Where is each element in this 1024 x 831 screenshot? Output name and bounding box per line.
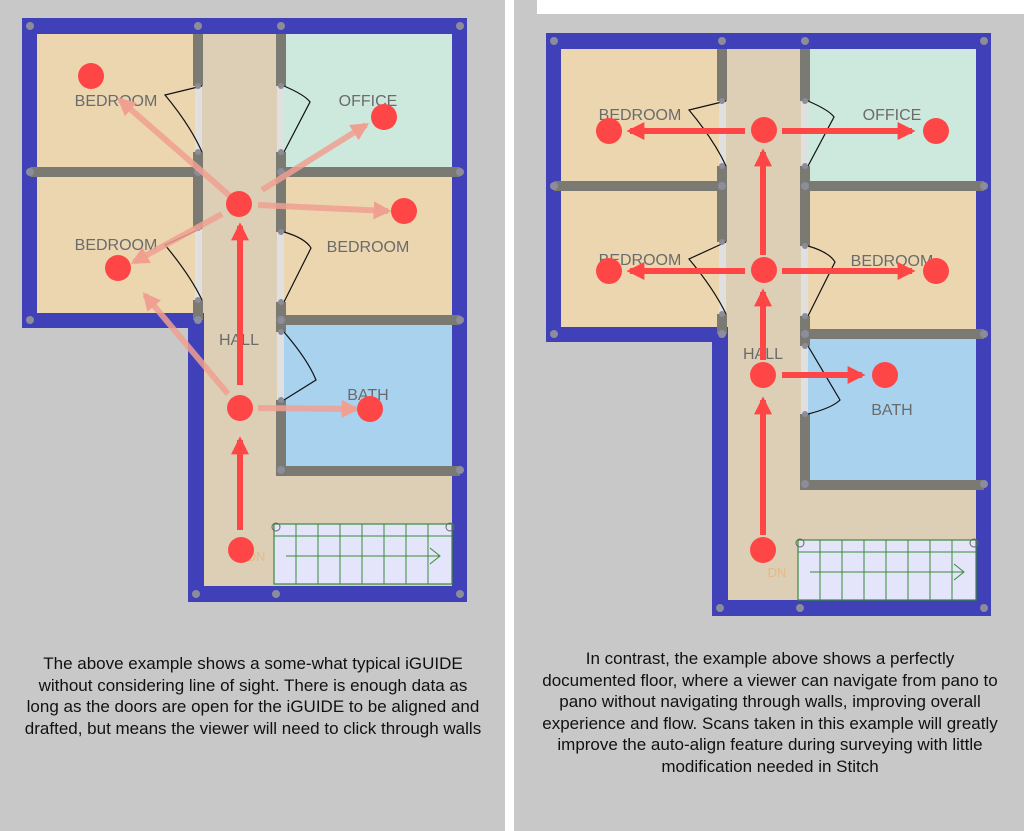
right-label-office: OFFICE bbox=[863, 107, 922, 124]
right-office-room bbox=[807, 49, 976, 186]
right-wall-nodes bbox=[550, 37, 988, 612]
left-label-bedroom-top: BEDROOM bbox=[75, 93, 158, 110]
left-label-bedroom-left: BEDROOM bbox=[75, 237, 158, 254]
right-label-stairs-down: DN bbox=[768, 565, 787, 580]
right-label-bedroom-top: BEDROOM bbox=[599, 107, 682, 124]
right-door-swings bbox=[687, 100, 841, 415]
left-label-bedroom-right: BEDROOM bbox=[327, 239, 410, 256]
right-solid-arrows bbox=[626, 122, 916, 535]
top-white-strip bbox=[537, 0, 1024, 14]
left-bath-room bbox=[283, 320, 452, 470]
right-label-bedroom-right: BEDROOM bbox=[851, 253, 934, 270]
left-stairs bbox=[271, 522, 455, 585]
left-office-room bbox=[283, 34, 452, 172]
left-faded-arrows bbox=[117, 97, 392, 418]
left-pano-markers bbox=[78, 63, 417, 563]
left-caption: The above example shows a some-what typi… bbox=[24, 654, 482, 738]
left-floor-plan: BEDROOM OFFICE BEDROOM BEDROOM HALL BATH… bbox=[22, 18, 467, 602]
right-floor-plan: BEDROOM OFFICE BEDROOM BEDROOM HALL BATH… bbox=[546, 33, 991, 616]
left-hall bbox=[204, 34, 283, 586]
right-bedroom-right-room bbox=[807, 186, 976, 334]
right-caption: In contrast, the example above shows a p… bbox=[542, 649, 998, 776]
right-pano-markers bbox=[596, 117, 949, 563]
right-label-bath: BATH bbox=[871, 402, 912, 419]
left-bedroom-right-room bbox=[283, 172, 452, 320]
left-door-openings bbox=[195, 86, 284, 400]
left-bedroom-top-room bbox=[37, 34, 197, 172]
right-stairs bbox=[795, 538, 979, 601]
right-bath-room bbox=[807, 334, 976, 484]
